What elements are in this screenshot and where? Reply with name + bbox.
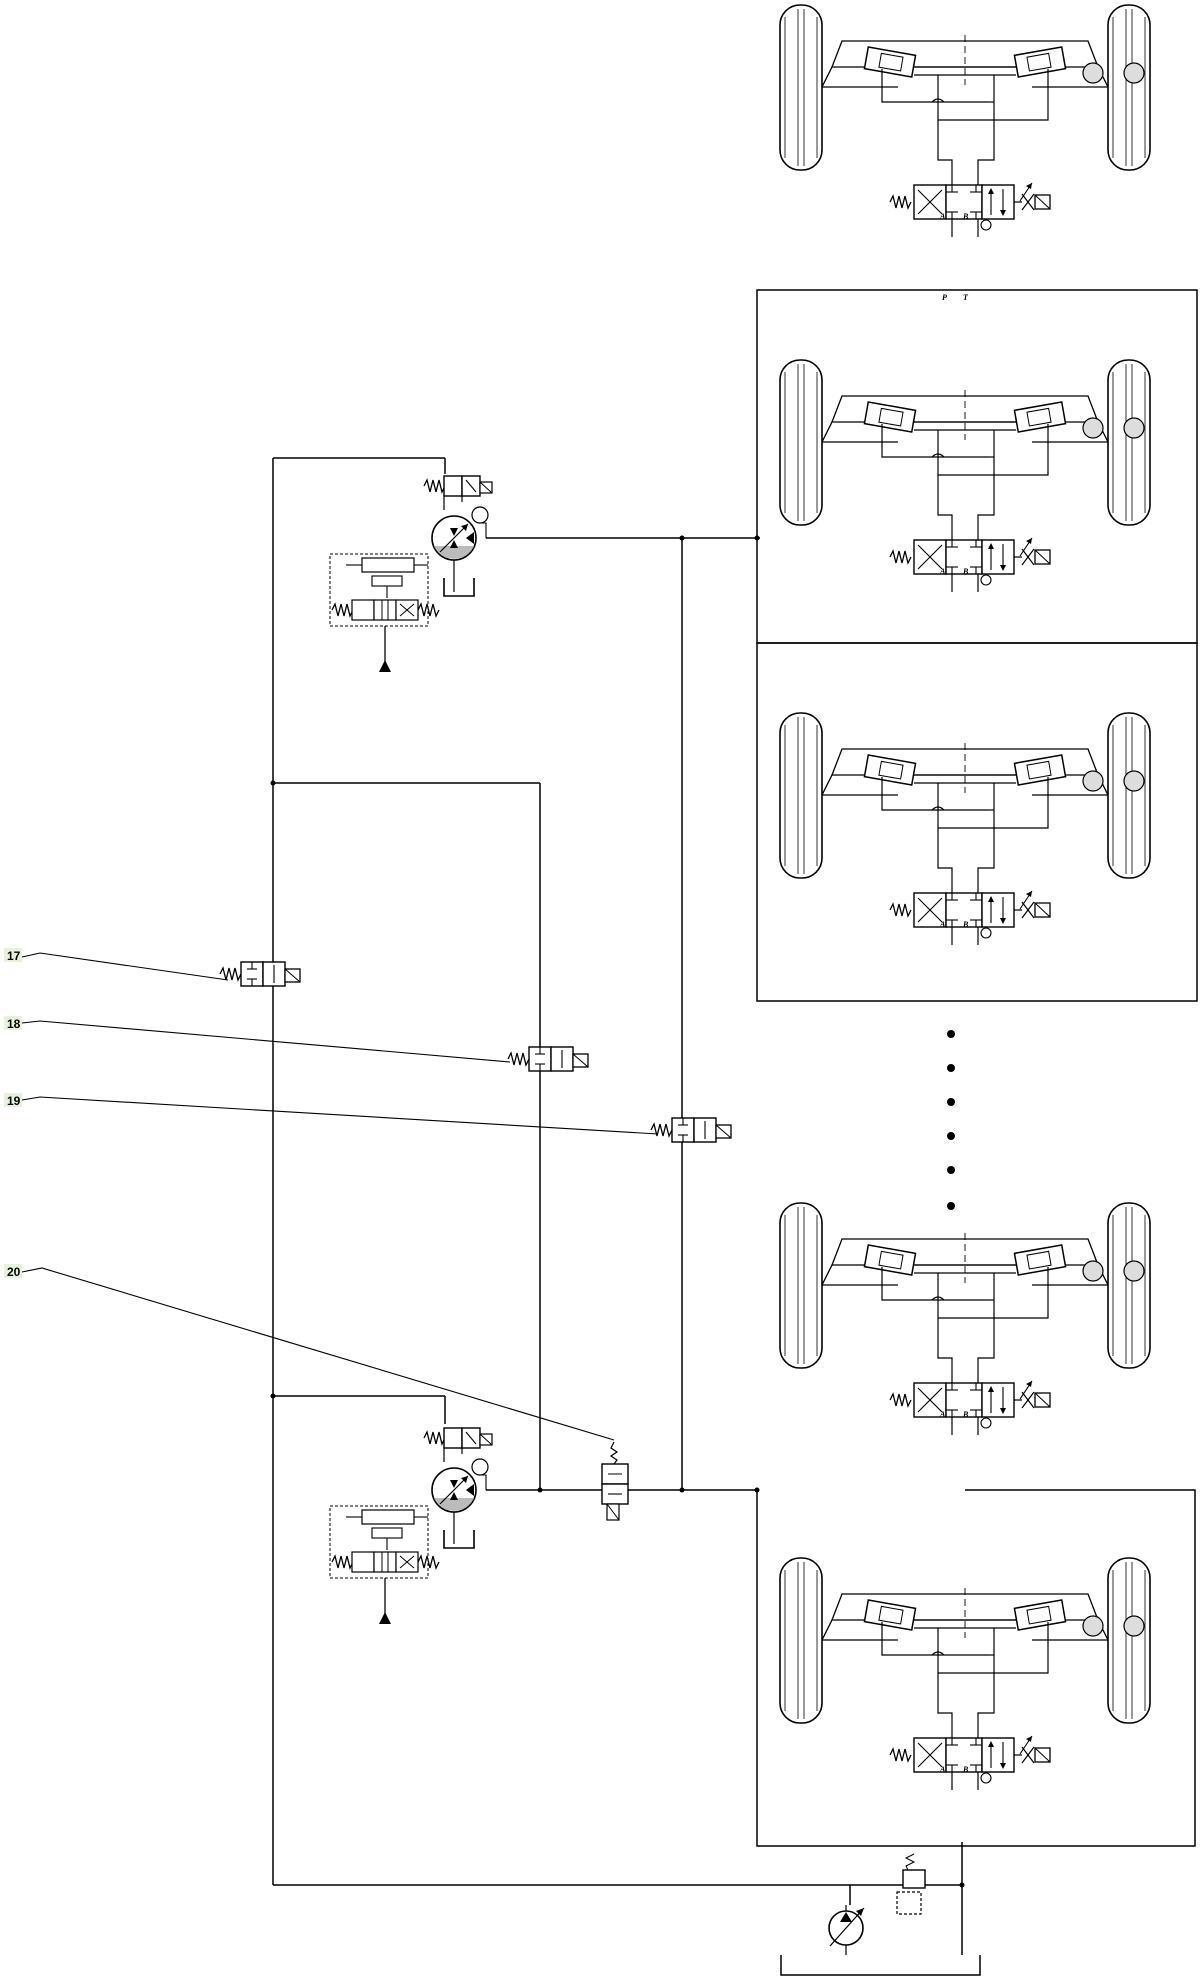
solenoid-valve-20 — [601, 1441, 629, 1521]
svg-text:A: A — [939, 212, 946, 221]
continuation-dots — [947, 1030, 955, 1210]
svg-text:B: B — [962, 920, 969, 929]
svg-text:A: A — [939, 920, 946, 929]
svg-text:T: T — [963, 293, 969, 302]
lower-pump-unit — [330, 1428, 492, 1624]
axle-frames — [756, 289, 1198, 1847]
svg-text:A: A — [939, 1410, 946, 1419]
callout-17: 17 — [7, 949, 21, 963]
svg-text:B: B — [962, 1765, 969, 1774]
callout-18: 18 — [7, 1017, 21, 1031]
junction-dots — [270, 535, 965, 1888]
valve-port-labels: A B P T A B A B A B A B — [939, 212, 969, 1774]
leader-lines — [21, 952, 659, 1441]
svg-text:A: A — [939, 567, 946, 576]
solenoid-valve-18 — [508, 1047, 588, 1071]
relief-valve — [896, 1853, 926, 1915]
steering-axle-1 — [780, 5, 1150, 237]
steering-axle-2 — [780, 360, 1150, 592]
svg-text:B: B — [962, 1410, 969, 1419]
solenoid-valve-19 — [651, 1118, 731, 1142]
hydraulic-lines — [272, 457, 981, 1976]
callout-20: 20 — [7, 1265, 21, 1279]
svg-text:A: A — [939, 1765, 946, 1774]
steering-axle-5 — [780, 1558, 1150, 1790]
svg-text:B: B — [962, 567, 969, 576]
main-pump — [828, 1905, 865, 1955]
upper-pump-unit — [330, 476, 492, 672]
callout-19: 19 — [7, 1094, 21, 1108]
svg-text:P: P — [942, 293, 947, 302]
callout-labels: 17 18 19 20 — [4, 948, 22, 1279]
solenoid-valve-17 — [220, 962, 300, 986]
steering-axle-4 — [780, 1203, 1150, 1435]
svg-text:B: B — [962, 212, 969, 221]
steering-axle-3 — [780, 713, 1150, 945]
